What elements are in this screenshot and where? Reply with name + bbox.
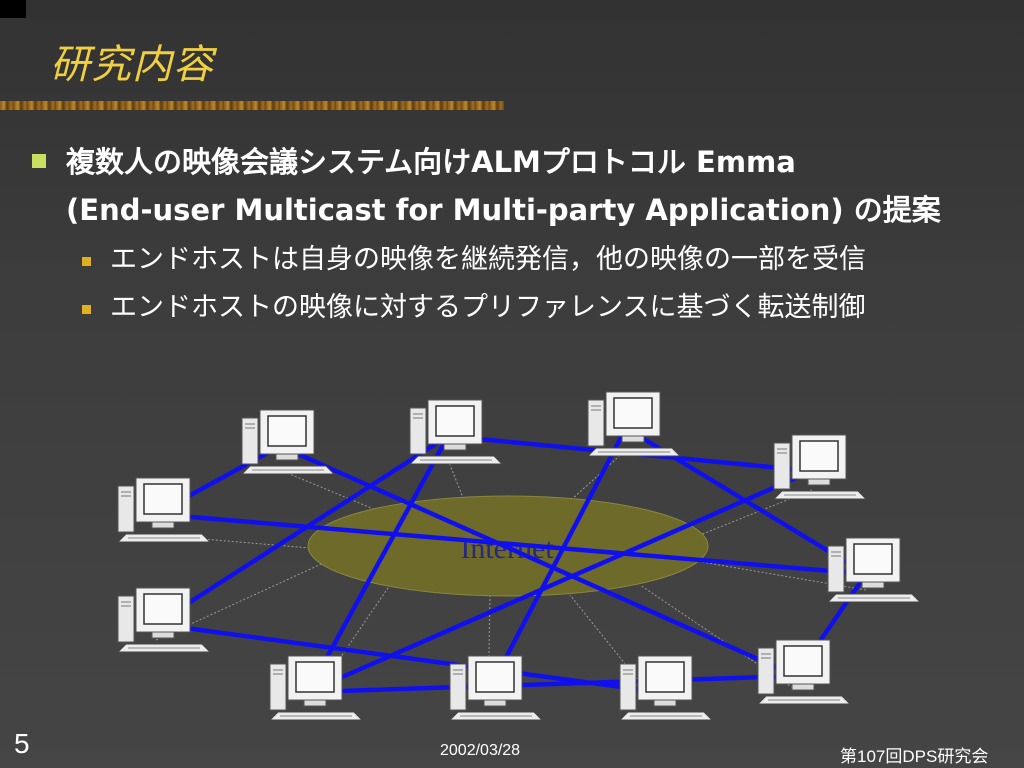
- footer-conference: 第107回DPS研究会: [840, 747, 989, 766]
- bullet-square-icon: [82, 257, 91, 266]
- underlay-link: [569, 594, 659, 706]
- bullet-square-icon: [82, 305, 91, 314]
- computer-icon: [269, 655, 363, 720]
- computer-icon: [772, 434, 868, 500]
- page-number: 5: [14, 728, 30, 759]
- footer-date: 2002/03/28: [440, 742, 521, 759]
- underlay-link: [559, 449, 627, 511]
- main-bullet-line2: (End-user Multicast for Multi-party Appl…: [66, 193, 941, 227]
- overlay-link: [486, 426, 628, 694]
- computer-icon: [116, 587, 212, 653]
- overlay-link: [154, 434, 450, 626]
- title-underline: [0, 101, 504, 110]
- network-diagram: Internet: [116, 391, 922, 720]
- computer-icon: [449, 655, 543, 720]
- overlay-link: [155, 621, 659, 695]
- overlay-link: [279, 443, 797, 679]
- sub-bullet-text: エンドホストは自身の映像を継続発信，他の映像の一部を受信: [110, 244, 866, 275]
- overlay-link: [155, 511, 867, 577]
- computer-icon: [826, 537, 922, 603]
- bullet-square-icon: [32, 154, 46, 168]
- computer-icon: [586, 391, 682, 457]
- computer-icon: [240, 409, 336, 475]
- host-group: [116, 391, 922, 720]
- main-bullet: 複数人の映像会議システム向けALMプロトコル Emma (End-user Mu…: [32, 138, 1012, 234]
- computer-icon: [619, 655, 713, 720]
- corner-mark: [0, 0, 26, 18]
- computer-icon: [756, 639, 852, 705]
- underlay-link: [639, 584, 797, 691]
- sub-bullet: エンドホストの映像に対するプリファレンスに基づく転送制御: [82, 284, 1022, 332]
- main-bullet-line1: 複数人の映像会議システム向けALMプロトコル Emma: [66, 145, 796, 179]
- sub-bullet: エンドホストは自身の映像を継続発信，他の映像の一部を受信: [82, 236, 1022, 284]
- computer-icon: [408, 399, 504, 465]
- overlay-link: [307, 673, 797, 695]
- sub-bullet-list: エンドホストは自身の映像を継続発信，他の映像の一部を受信 エンドホストの映像に対…: [82, 236, 1022, 332]
- sub-bullet-text: エンドホストの映像に対するプリファレンスに基づく転送制御: [110, 292, 866, 323]
- computer-icon: [116, 477, 212, 543]
- slide-title: 研究内容: [50, 42, 214, 88]
